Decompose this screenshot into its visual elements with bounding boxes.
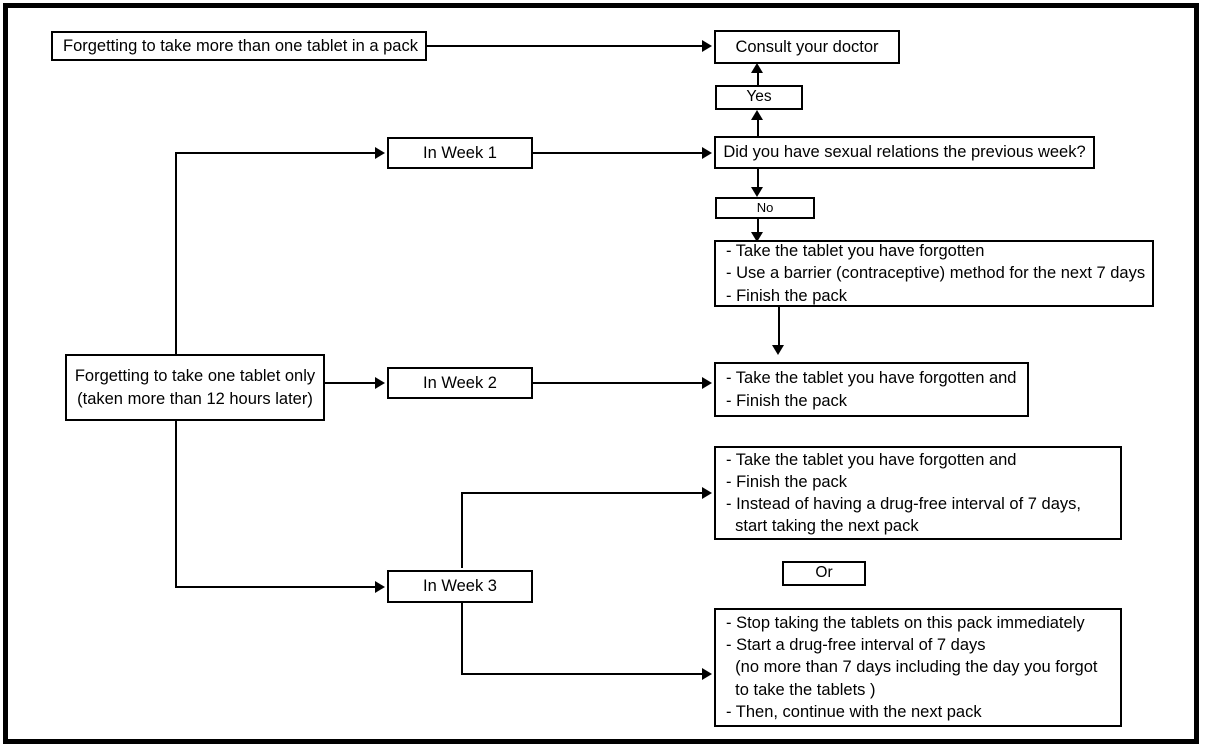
node-week2-label: In Week 2 — [423, 373, 497, 392]
node-week1-label: In Week 1 — [423, 143, 497, 162]
arrowhead-consult-from-yes — [751, 63, 763, 73]
edge-week2-to-action-week2 — [533, 382, 702, 384]
arrowhead-action-week2-top — [772, 345, 784, 355]
edge-trunk-to-week3 — [175, 586, 375, 588]
edge-action-week1-to-action-week2 — [778, 307, 780, 345]
node-yes-label: Yes — [746, 88, 772, 106]
node-action-week3-b-label: - Stop taking the tablets on this pack i… — [726, 614, 1098, 721]
node-no[interactable]: No — [715, 197, 815, 219]
arrowhead-question — [702, 147, 712, 159]
node-action-week3-a[interactable]: - Take the tablet you have forgotten and… — [714, 446, 1122, 540]
edge-yes-to-consult — [757, 73, 759, 86]
node-yes[interactable]: Yes — [715, 85, 803, 110]
arrowhead-action-week1 — [751, 232, 763, 242]
node-action-week2-label: - Take the tablet you have forgotten and… — [726, 369, 1017, 410]
node-week3-label: In Week 3 — [423, 577, 497, 596]
node-question-sexual-relations[interactable]: Did you have sexual relations the previo… — [714, 136, 1095, 169]
node-action-week3-b[interactable]: - Stop taking the tablets on this pack i… — [714, 608, 1122, 727]
node-forget-multiple[interactable]: Forgetting to take more than one tablet … — [51, 31, 427, 61]
node-question-label: Did you have sexual relations the previo… — [723, 143, 1086, 162]
node-forget-multiple-label: Forgetting to take more than one tablet … — [63, 36, 418, 55]
arrowhead-action-week3-a — [702, 487, 712, 499]
edge-forget-one-to-week2 — [325, 382, 375, 384]
edge-trunk-to-week1 — [175, 152, 375, 154]
arrowhead-no — [751, 187, 763, 197]
node-week3[interactable]: In Week 3 — [387, 570, 533, 603]
edge-week3-to-action-b — [461, 673, 702, 675]
arrowhead-week3 — [375, 581, 385, 593]
node-consult-doctor[interactable]: Consult your doctor — [714, 30, 900, 64]
node-consult-doctor-label: Consult your doctor — [735, 37, 879, 56]
node-action-week1[interactable]: - Take the tablet you have forgotten - U… — [714, 240, 1154, 307]
arrowhead-yes — [751, 110, 763, 120]
arrowhead-action-week3-b — [702, 668, 712, 680]
edge-week3-to-action-a — [461, 492, 702, 494]
edge-week1-to-question — [533, 152, 702, 154]
node-action-week2[interactable]: - Take the tablet you have forgotten and… — [714, 362, 1029, 417]
edge-week3-riser-up — [461, 492, 463, 568]
node-or-label: Or — [815, 564, 833, 582]
node-no-label: No — [756, 200, 774, 216]
edge-no-to-action-week1 — [757, 219, 759, 232]
arrowhead-week2 — [375, 377, 385, 389]
edge-question-to-yes — [757, 120, 759, 136]
node-action-week3-a-label: - Take the tablet you have forgotten and… — [726, 450, 1081, 536]
arrowhead-consult-doctor — [702, 40, 712, 52]
edge-question-to-no — [757, 169, 759, 187]
edge-week3-riser-down — [461, 603, 463, 675]
edge-forget-multiple-to-consult — [426, 45, 702, 47]
node-forget-one-label: Forgetting to take one tablet only (take… — [74, 367, 316, 408]
node-week1[interactable]: In Week 1 — [387, 137, 533, 169]
node-or[interactable]: Or — [782, 561, 866, 586]
node-week2[interactable]: In Week 2 — [387, 367, 533, 399]
arrowhead-action-week2 — [702, 377, 712, 389]
node-action-week1-label: - Take the tablet you have forgotten - U… — [726, 242, 1146, 305]
arrowhead-week1 — [375, 147, 385, 159]
node-forget-one[interactable]: Forgetting to take one tablet only (take… — [65, 354, 325, 421]
